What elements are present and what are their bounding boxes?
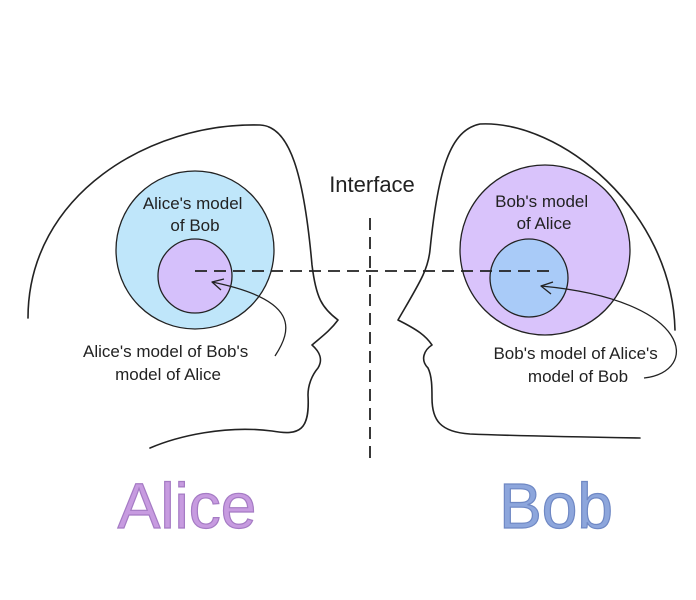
alice-head-outline (27, 124, 339, 449)
alice-model-of-bob-label-line: Alice's model (143, 194, 243, 213)
bob-model-of-alice-label-line: Bob's model (495, 192, 588, 211)
alice-name: Alice (118, 470, 257, 542)
bob-name: Bob (499, 470, 613, 542)
alice-nested-model-label: Alice's model of Bob's model of Alice (83, 342, 253, 384)
alice-model-of-bob-label-line: of Bob (170, 216, 219, 235)
bob-head-outline (397, 123, 676, 439)
bob-nested-model-label-line: model of Bob (528, 367, 628, 386)
alice-model-of-bob-label: Alice's model of Bob (143, 194, 247, 235)
alice-nested-model-circle (157, 238, 233, 314)
alice-nested-model-label-line: model of Alice (115, 365, 221, 384)
bob-nested-model-label: Bob's model of Alice's model of Bob (493, 344, 662, 386)
alice-pointer-arrow (211, 281, 287, 357)
bob-nested-model-label-line: Bob's model of Alice's (493, 344, 657, 363)
bob-nested-model-circle (489, 238, 569, 318)
alice-arrowhead-icon (211, 278, 225, 291)
bob-arrowhead-icon (540, 281, 554, 295)
alice-nested-model-label-line: Alice's model of Bob's (83, 342, 248, 361)
bob-model-of-alice-label: Bob's model of Alice (495, 192, 593, 233)
bob-pointer-arrow (540, 285, 678, 379)
bob-model-of-alice-label-line: of Alice (517, 214, 572, 233)
interface-label: Interface (329, 172, 415, 197)
